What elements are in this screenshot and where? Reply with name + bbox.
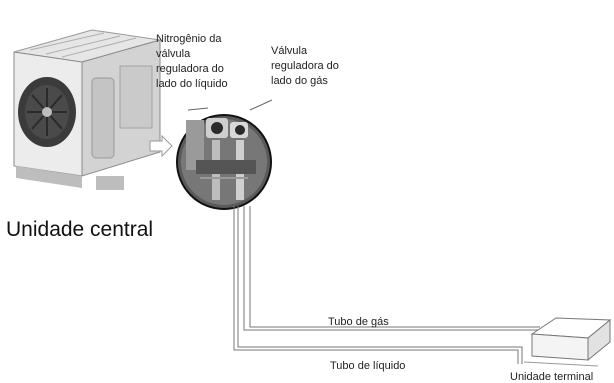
central-unit-label: Unidade central [6, 218, 154, 241]
nitrogen-liquid-valve-label: Nitrogênio da válvula reguladora do lado… [156, 33, 228, 90]
gas-pipe-line [243, 206, 540, 331]
outdoor-unit-icon [13, 29, 161, 190]
gas-valve-label: Válvula reguladora do lado do gás [271, 45, 339, 87]
valve-magnifier-icon [176, 114, 272, 210]
indoor-terminal-unit-icon [523, 317, 612, 367]
liquid-pipe-label: Tubo de líquido [330, 360, 406, 372]
terminal-unit-label: Unidade terminal [510, 371, 594, 383]
arrow-right-icon [149, 134, 173, 158]
gas-pipe-label: Tubo de gás [328, 316, 389, 328]
liquid-pipe-line [233, 206, 523, 364]
